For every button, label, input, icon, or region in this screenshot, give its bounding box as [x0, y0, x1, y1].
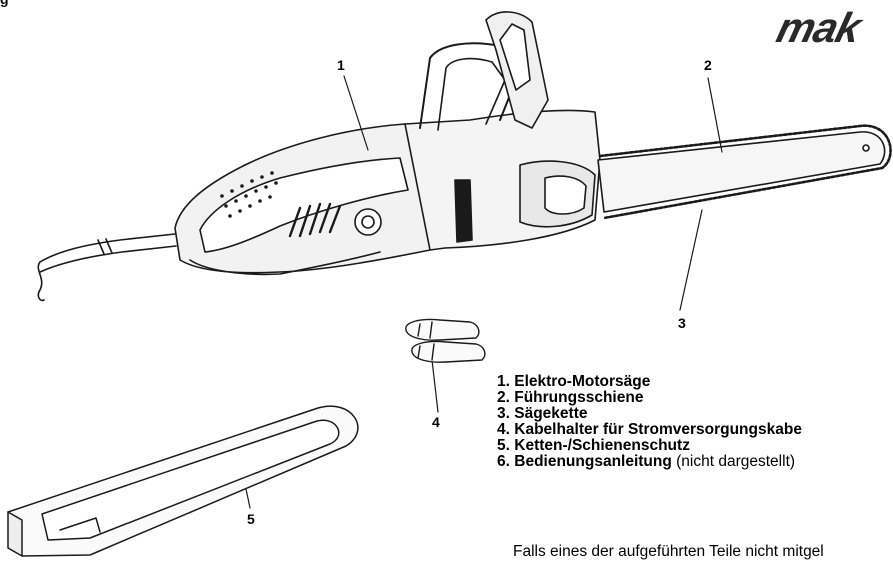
grip-vents — [288, 202, 342, 238]
parts-list: 1. Elektro-Motorsäge 2. Führungsschiene … — [497, 374, 802, 470]
top-text-fragment: g — [0, 0, 9, 7]
chainsaw-body — [174, 11, 601, 276]
bar-cover — [7, 405, 359, 557]
parts-list-item: 3. Sägekette — [497, 405, 588, 422]
parts-list-item: 4. Kabelhalter für Stromversorgungskabe — [497, 421, 802, 438]
cable-holders — [405, 318, 486, 363]
parts-list-item: 6. Bedienungsanleitung (nicht dargestell… — [497, 453, 796, 470]
callout-3: 3 — [678, 315, 686, 331]
saw-chain — [598, 124, 892, 220]
footer-note: Falls eines der aufgeführten Teile nicht… — [513, 543, 824, 560]
callout-2: 2 — [704, 57, 712, 73]
guide-bar — [597, 131, 886, 213]
parts-list-item: 1. Elektro-Motorsäge — [497, 373, 651, 390]
callout-5: 5 — [247, 511, 255, 527]
callout-4: 4 — [432, 414, 440, 430]
vent-dots — [220, 171, 278, 218]
parts-list-item: 2. Führungsschiene — [497, 389, 644, 406]
parts-list-item: 5. Ketten-/Schienenschutz — [497, 437, 690, 454]
power-cord — [37, 233, 177, 302]
callout-1: 1 — [337, 57, 345, 73]
